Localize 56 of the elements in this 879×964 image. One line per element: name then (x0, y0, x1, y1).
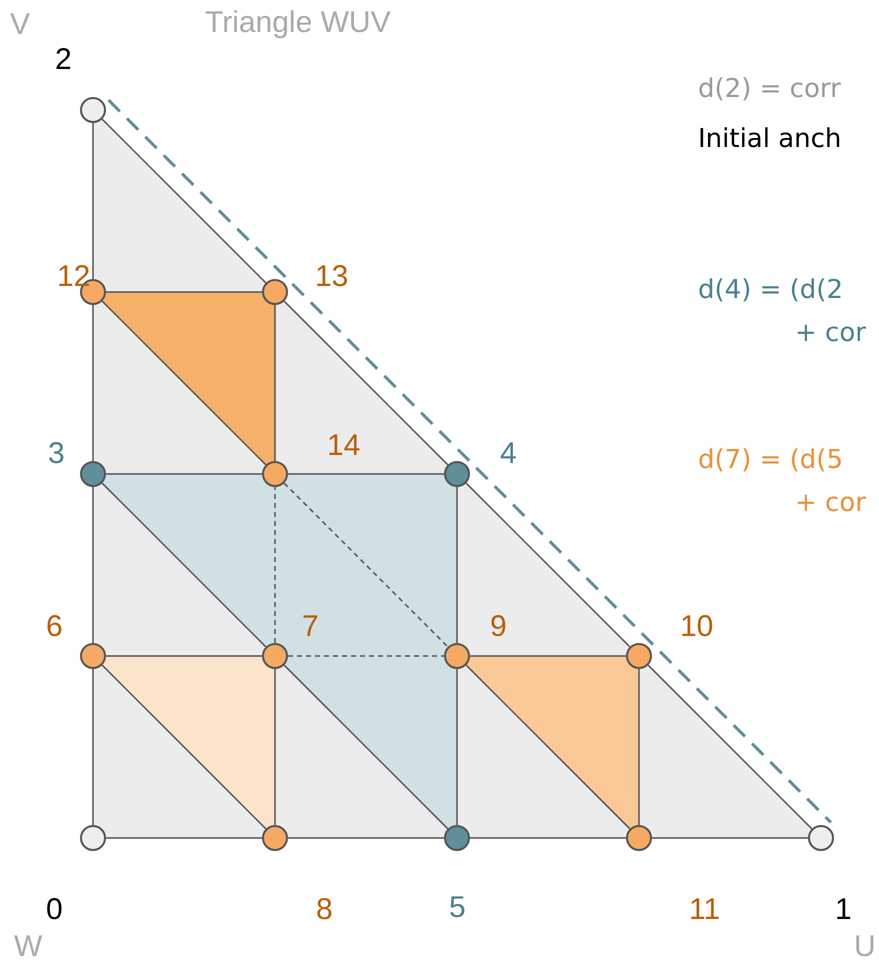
vertex-number: 7 (302, 612, 319, 642)
mesh-line (638, 669, 640, 825)
vertex-number: 0 (46, 895, 63, 925)
mesh-line (648, 664, 812, 830)
mesh-line (106, 655, 262, 657)
vertex-number: 13 (315, 262, 348, 292)
mesh-line (106, 473, 262, 475)
mesh-line (274, 305, 276, 461)
mesh-line (106, 837, 262, 839)
vertex-letter: W (14, 932, 42, 962)
formula-text: + cor (795, 490, 866, 516)
mesh-line (284, 664, 448, 830)
vertex-number: 5 (449, 893, 466, 923)
vertex-number: 14 (327, 431, 360, 461)
mesh-line (456, 669, 458, 825)
mesh-line (470, 837, 626, 839)
mesh-line (288, 837, 444, 839)
vertex-number: 2 (55, 45, 72, 75)
vertex-number: 1 (835, 895, 852, 925)
mesh-line (92, 669, 94, 825)
formula-text: d(2) = corr (698, 76, 841, 102)
mesh-line (288, 473, 444, 475)
dashed-line (108, 99, 832, 824)
mesh-line (456, 487, 458, 643)
vertex-letter: V (10, 10, 30, 40)
mesh-line (466, 664, 630, 830)
vertex-number: 8 (316, 895, 333, 925)
note-text: Initial anch (698, 126, 842, 152)
vertex-number: 9 (490, 612, 507, 642)
vertex-number: 6 (46, 612, 63, 642)
mesh-line (102, 300, 266, 466)
formula-text: + cor (795, 320, 866, 346)
mesh-line (106, 291, 262, 293)
mesh-line (92, 487, 94, 643)
mesh-line (466, 482, 630, 648)
vertex-number: 11 (689, 895, 720, 925)
mesh-line (274, 669, 276, 825)
mesh-line (284, 300, 448, 466)
mesh-line (470, 655, 626, 657)
dashed-line (274, 487, 276, 643)
mesh-line (92, 123, 94, 279)
mesh-line (102, 118, 266, 284)
mesh-line (102, 482, 266, 648)
mesh-line (92, 305, 94, 461)
vertex-number: 3 (48, 439, 65, 469)
formula-text: d(7) = (d(5 (698, 447, 843, 473)
mesh-line (652, 837, 808, 839)
formula-text: d(4) = (d(2 (698, 277, 843, 303)
dashed-line (284, 482, 448, 648)
vertex-number: 10 (680, 612, 714, 642)
vertex-number: 12 (57, 262, 90, 292)
vertex-number: 4 (500, 439, 517, 469)
diagram-title: Triangle WUV (205, 8, 391, 38)
dashed-line (288, 655, 444, 657)
vertex-letter: U (854, 932, 876, 962)
mesh-line (102, 664, 266, 830)
